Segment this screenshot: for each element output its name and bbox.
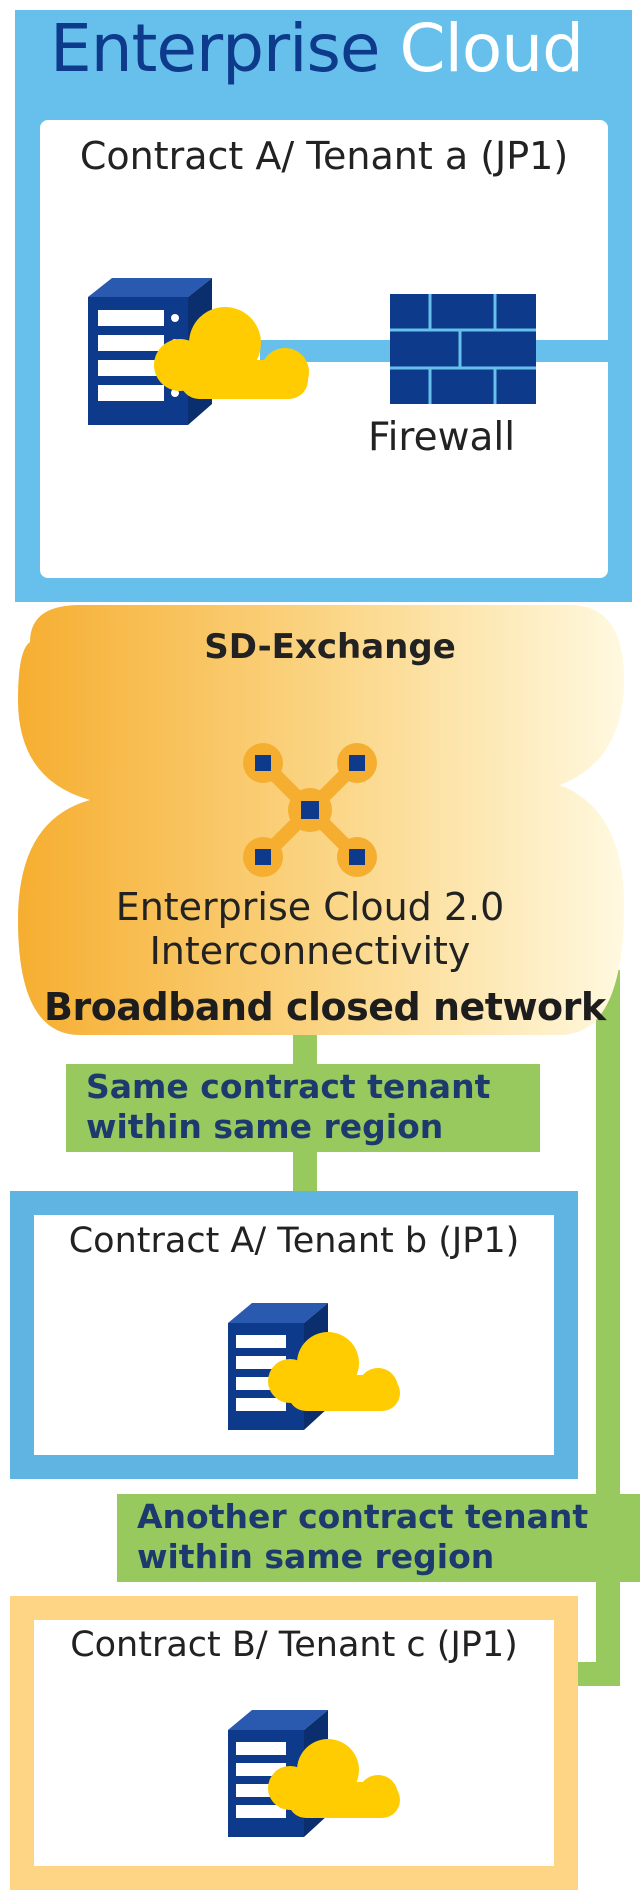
link-label-line: Another contract tenant xyxy=(137,1497,589,1536)
service-name-line2: Interconnectivity xyxy=(149,929,471,973)
sd-exchange-title: SD-Exchange xyxy=(204,627,456,667)
hub-network-icon xyxy=(243,743,377,877)
title-part-2: Cloud xyxy=(399,10,585,87)
enterprise-cloud-title: Enterprise Cloud xyxy=(50,16,584,82)
broadband-network-label: Broadband closed network xyxy=(44,985,606,1029)
link-label-line: within same region xyxy=(86,1107,444,1146)
title-part-1: Enterprise xyxy=(50,10,381,87)
another-contract-link-label: Another contract tenant within same regi… xyxy=(117,1494,640,1582)
service-name-line1: Enterprise Cloud 2.0 xyxy=(115,885,505,929)
tenant-b-box xyxy=(10,1191,578,1479)
same-contract-link-label: Same contract tenant within same region xyxy=(66,1064,540,1152)
link-label-line: Same contract tenant xyxy=(86,1067,491,1106)
link-label-line: within same region xyxy=(137,1537,495,1576)
server-cloud-icon xyxy=(228,1303,400,1430)
tenant-a-label: Contract A/ Tenant a (JP1) xyxy=(79,134,569,178)
firewall-icon xyxy=(390,294,536,404)
tenant-a-graphics xyxy=(88,278,608,425)
firewall-label: Firewall xyxy=(368,415,516,460)
server-cloud-icon xyxy=(88,278,309,425)
server-cloud-icon xyxy=(228,1710,400,1837)
tenant-b-label: Contract A/ Tenant b (JP1) xyxy=(68,1221,520,1261)
tenant-c-label: Contract B/ Tenant c (JP1) xyxy=(70,1625,518,1665)
